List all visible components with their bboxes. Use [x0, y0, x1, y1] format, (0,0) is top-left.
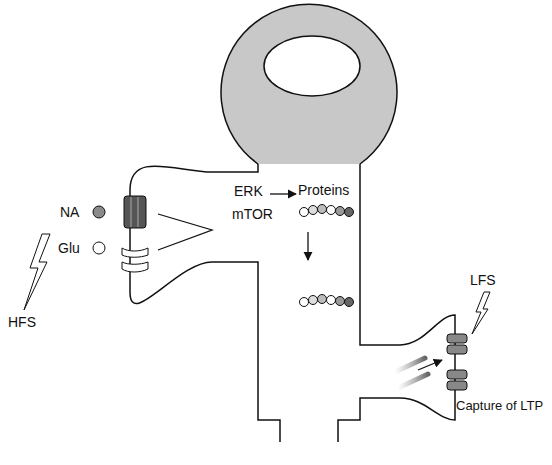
- figure-label: Proteins: [298, 182, 349, 198]
- figure-label: ERK: [234, 183, 263, 199]
- figure-label: Glu: [58, 240, 80, 256]
- na-receptor: [124, 196, 146, 228]
- figure-label: Capture of LTP: [456, 398, 543, 414]
- dendrite-left-outline: [130, 164, 280, 442]
- arrow: [270, 193, 296, 194]
- arrow: [307, 232, 308, 260]
- glutamate-dot: [93, 242, 105, 254]
- figure-label: mTOR: [232, 206, 273, 222]
- dendrite-right-outline: [338, 164, 455, 442]
- figure-label: NA: [60, 204, 79, 220]
- figure-label: LFS: [470, 272, 496, 288]
- soma-outline: [221, 4, 397, 164]
- inserted-receptors: [447, 334, 467, 390]
- glu-receptor: [122, 248, 148, 272]
- nucleus: [264, 36, 360, 96]
- converging-lines: [158, 214, 212, 250]
- trafficking-trail: [395, 358, 425, 372]
- figure-label: HFS: [8, 314, 36, 330]
- hfs-bolt: [24, 234, 50, 310]
- lfs-bolt: [472, 292, 490, 334]
- arrow: [418, 360, 442, 370]
- protein-chain: [300, 205, 354, 217]
- trafficking-trail: [398, 374, 428, 388]
- noradrenaline-dot: [93, 206, 105, 218]
- soma-fill: [221, 4, 397, 164]
- protein-chain: [300, 295, 354, 307]
